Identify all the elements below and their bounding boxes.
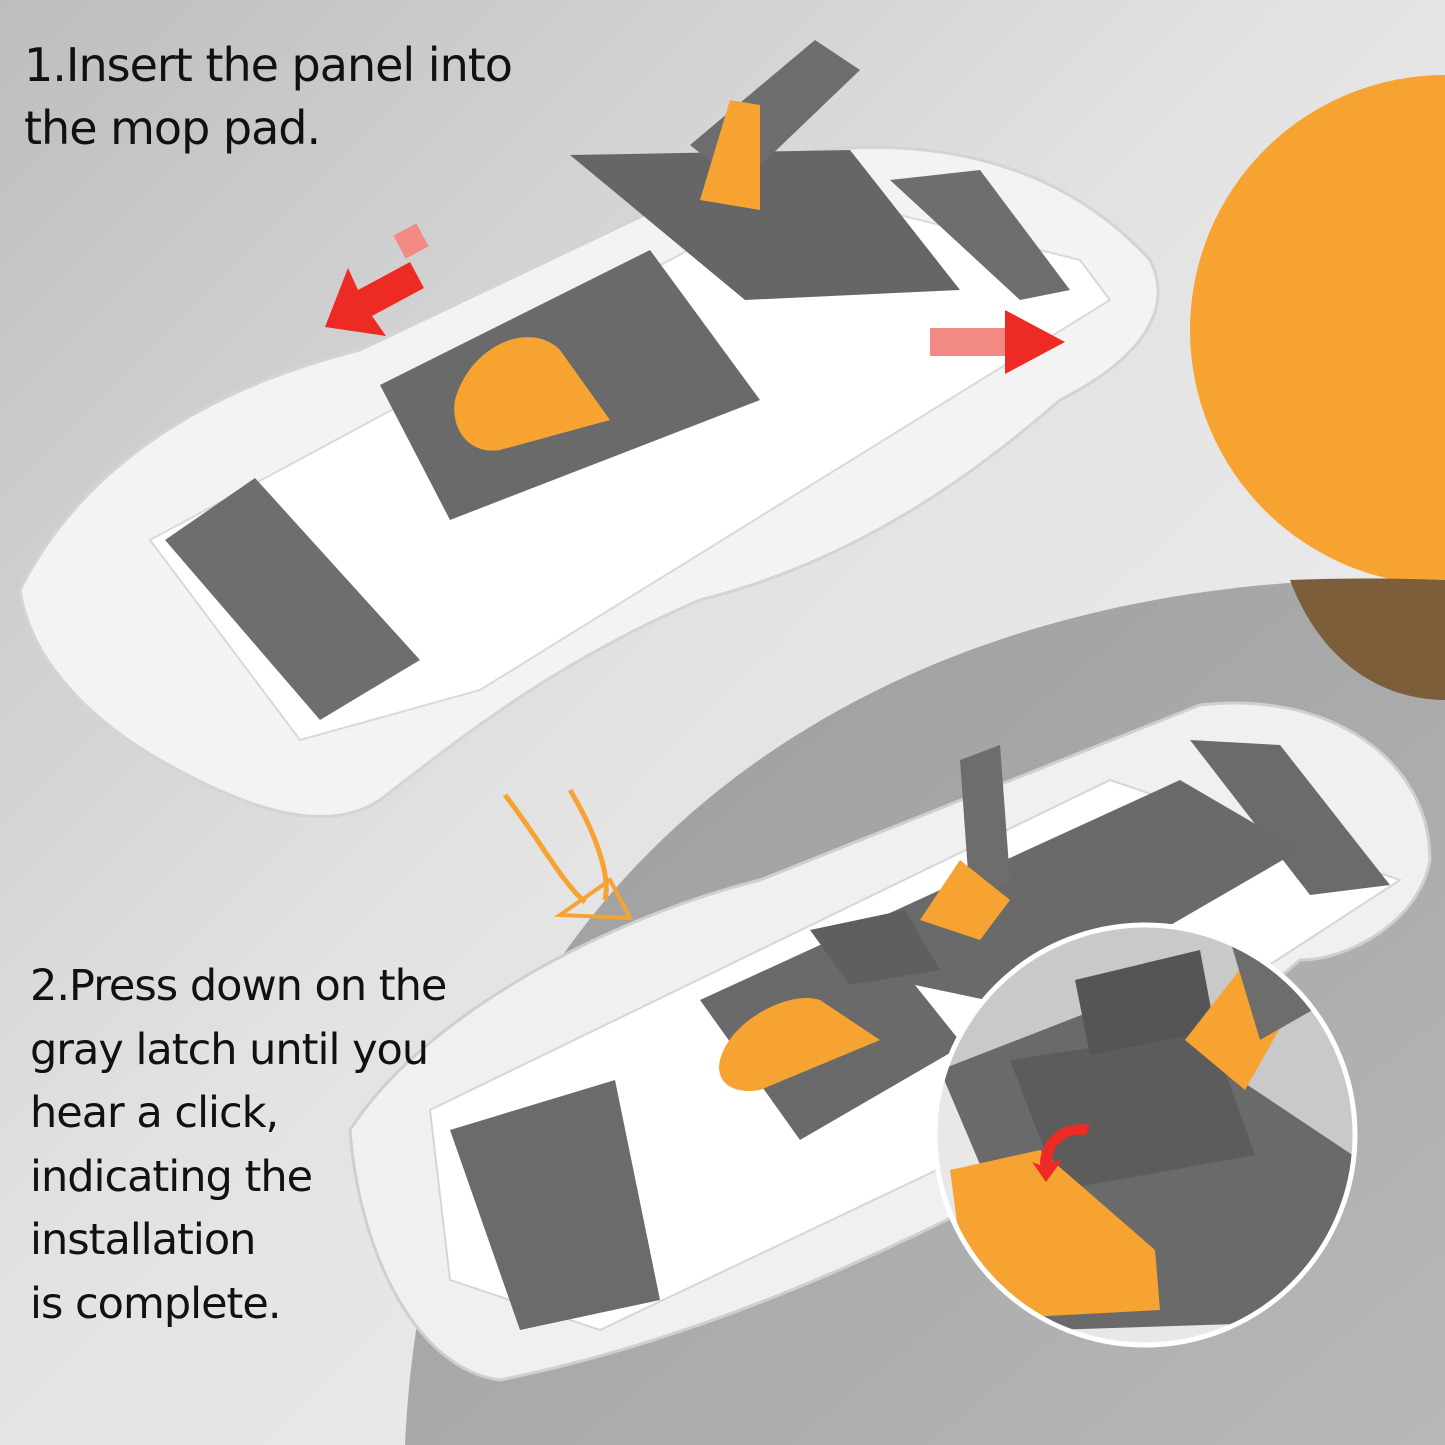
orange-overlap-shadow — [1290, 578, 1445, 700]
step-2-line-6: is complete. — [30, 1278, 282, 1329]
step-1-line-1: 1.Insert the panel into — [24, 38, 513, 92]
bottom-mop-handle-joint — [920, 860, 1010, 940]
magnified-plate — [1010, 1030, 1255, 1190]
magnified-orange-tab — [950, 1150, 1160, 1320]
magnified-latch-detail — [932, 922, 1358, 1348]
top-mop-upper-plate — [570, 150, 960, 300]
top-mop-gray-pocket-far — [890, 170, 1070, 300]
bottom-mop-orange-tab — [719, 998, 880, 1091]
step-2-line-4: indicating the — [30, 1151, 313, 1202]
curved-down-arrow-icon — [503, 788, 609, 904]
bottom-mop-handle — [960, 745, 1010, 900]
step-2-line-3: hear a click, — [30, 1088, 279, 1138]
top-mop-handle-joint — [700, 100, 760, 210]
bottom-mop-latch — [810, 910, 940, 985]
bottom-mop-gray-pocket-far — [1190, 740, 1390, 895]
press-arrow-icon — [1032, 1124, 1090, 1182]
right-arrow-icon — [930, 310, 1065, 374]
curved-arrow-head — [554, 877, 634, 921]
step-1-line-2: the mop pad. — [24, 101, 321, 155]
step-2-instruction: 2.Press down on the gray latch until you… — [30, 955, 447, 1336]
top-mop-orange-tab — [454, 337, 610, 451]
top-mop-gray-pocket — [165, 478, 420, 720]
step-2-line-1: 2.Press down on the — [30, 961, 447, 1011]
left-arrow-icon — [325, 223, 429, 336]
orange-circle-decoration — [1190, 75, 1445, 585]
step-2-line-5: installation — [30, 1215, 256, 1265]
top-mop-illustration — [18, 40, 1160, 819]
step-2-line-2: gray latch until you — [30, 1024, 429, 1075]
step-1-instruction: 1.Insert the panel into the mop pad. — [24, 34, 513, 160]
bottom-mop-gray-pocket — [450, 1080, 660, 1330]
bottom-mop-illustration — [348, 701, 1432, 1382]
